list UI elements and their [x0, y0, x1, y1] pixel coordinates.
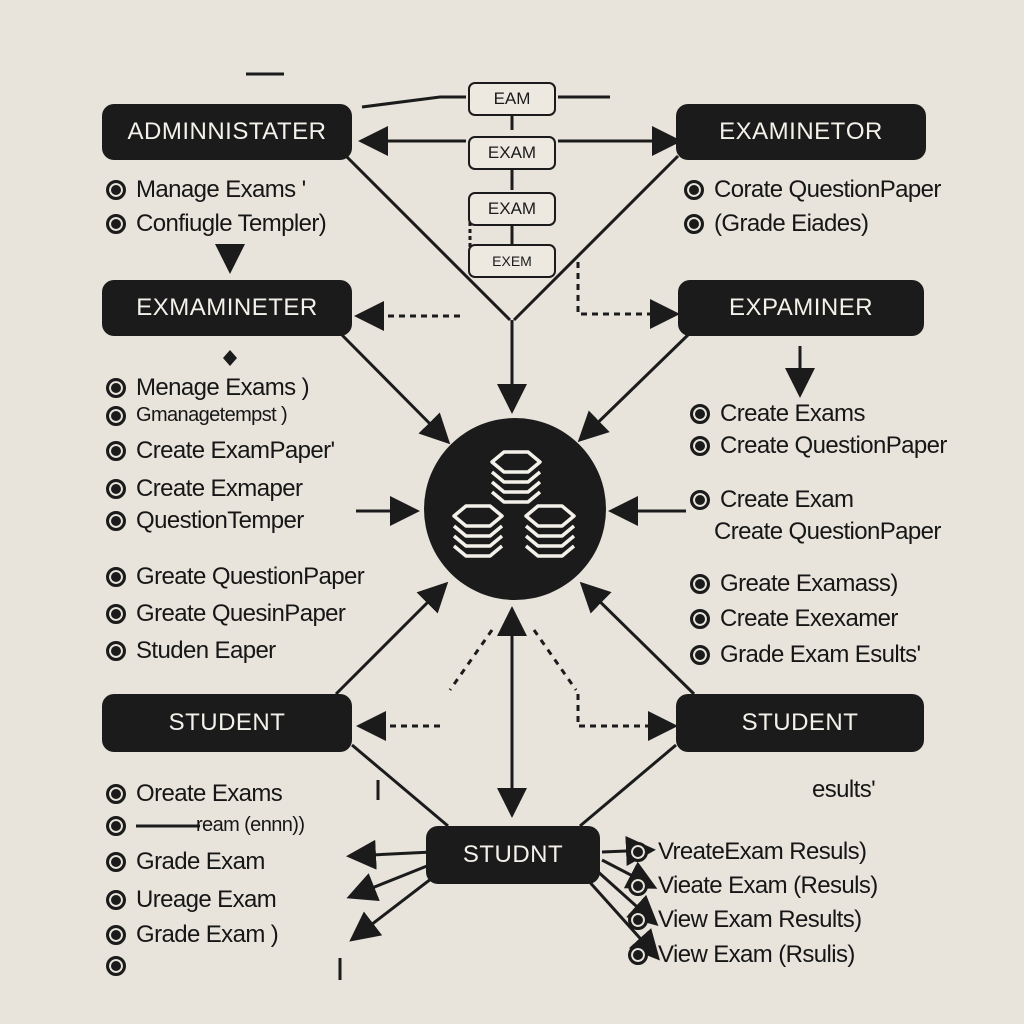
list-item: Menage Exams )	[106, 374, 310, 402]
role-box-administrator[interactable]: ADMINNISTATER	[102, 104, 352, 160]
list-item: (Grade Eiades)	[684, 210, 869, 238]
list-item: VreateExam Resuls)	[628, 838, 867, 866]
list-item-partial: esults'	[812, 776, 876, 803]
role-box-student-right[interactable]: STUDENT	[676, 694, 924, 752]
list-item: Greate Examass)	[690, 570, 898, 598]
exam-tag: EXAM	[468, 136, 556, 170]
list-item: Confiugle Templer)	[106, 210, 327, 238]
bullet-icon	[690, 436, 710, 456]
role-box-student-left[interactable]: STUDENT	[102, 694, 352, 752]
bullet-icon	[106, 956, 126, 976]
bullet-icon	[106, 815, 126, 836]
bullet-icon	[690, 645, 710, 665]
bullet-icon	[628, 876, 648, 896]
bullet-icon	[106, 479, 126, 499]
list-item: Studen Eaper	[106, 637, 276, 665]
list-item: Create QuestionPaper	[690, 432, 947, 460]
list-item	[106, 956, 136, 976]
list-item: Manage Exams '	[106, 176, 306, 204]
bullet-icon	[684, 214, 704, 234]
bullet-icon	[628, 842, 648, 862]
bullet-icon	[690, 490, 710, 510]
list-item: View Exam Results)	[628, 906, 862, 934]
list-item: ream (ennn))	[106, 814, 305, 837]
list-item: Grade Exam Esults'	[690, 641, 921, 669]
list-item: Create ExamPaper'	[106, 437, 335, 465]
role-box-examiner-top[interactable]: EXAMINEТOR	[676, 104, 926, 160]
list-item: View Exam (Rsulis)	[628, 941, 855, 969]
list-item-subtitle: Create QuestionPaper	[714, 518, 941, 545]
list-item: Create Exam	[690, 486, 854, 514]
bullet-icon	[690, 404, 710, 424]
list-item: Grade Exam	[106, 848, 265, 876]
list-item: Ureage Exam	[106, 886, 277, 914]
bullet-icon	[106, 214, 126, 234]
list-item: Vieate Exam (Resuls)	[628, 872, 878, 900]
bullet-icon	[106, 405, 126, 426]
bullet-icon	[106, 641, 126, 661]
bullet-icon	[106, 567, 126, 587]
central-database-hub	[424, 418, 606, 600]
exam-tag: EXEM	[468, 244, 556, 278]
exam-tag: EXAM	[468, 192, 556, 226]
bullet-icon	[106, 378, 126, 398]
list-item: Greate QuesinPaper	[106, 600, 346, 628]
bullet-icon	[690, 574, 710, 594]
list-item: Grade Exam )	[106, 921, 279, 949]
bullet-icon	[628, 945, 648, 965]
bullet-icon	[628, 910, 648, 930]
bullet-icon	[684, 180, 704, 200]
bullet-icon	[106, 511, 126, 531]
bullet-icon	[106, 604, 126, 624]
role-box-student-bottom[interactable]: STUDNT	[426, 826, 600, 884]
bullet-icon	[106, 925, 126, 945]
role-box-examiner-left[interactable]: EXMAMINETER	[102, 280, 352, 336]
role-box-examiner-right[interactable]: EXPAMINER	[678, 280, 924, 336]
list-item: Create Exmaper	[106, 475, 303, 503]
exam-tag: EAM	[468, 82, 556, 116]
list-item: Create Exexamer	[690, 605, 898, 633]
list-item: Gmanagetempst )	[106, 404, 288, 427]
bullet-icon	[106, 852, 126, 872]
bullet-icon	[106, 180, 126, 200]
bullet-icon	[106, 784, 126, 804]
list-item: Corate QuestionPaper	[684, 176, 941, 204]
stacked-database-icon	[452, 450, 576, 558]
bullet-icon	[106, 441, 126, 461]
bullet-icon	[690, 609, 710, 629]
bullet-icon	[106, 890, 126, 910]
list-item: Greate QuestionPaper	[106, 563, 365, 591]
list-item: Create Exams	[690, 400, 865, 428]
list-item: Oreate Exams	[106, 780, 283, 808]
list-item: QuestionTemper	[106, 507, 304, 535]
